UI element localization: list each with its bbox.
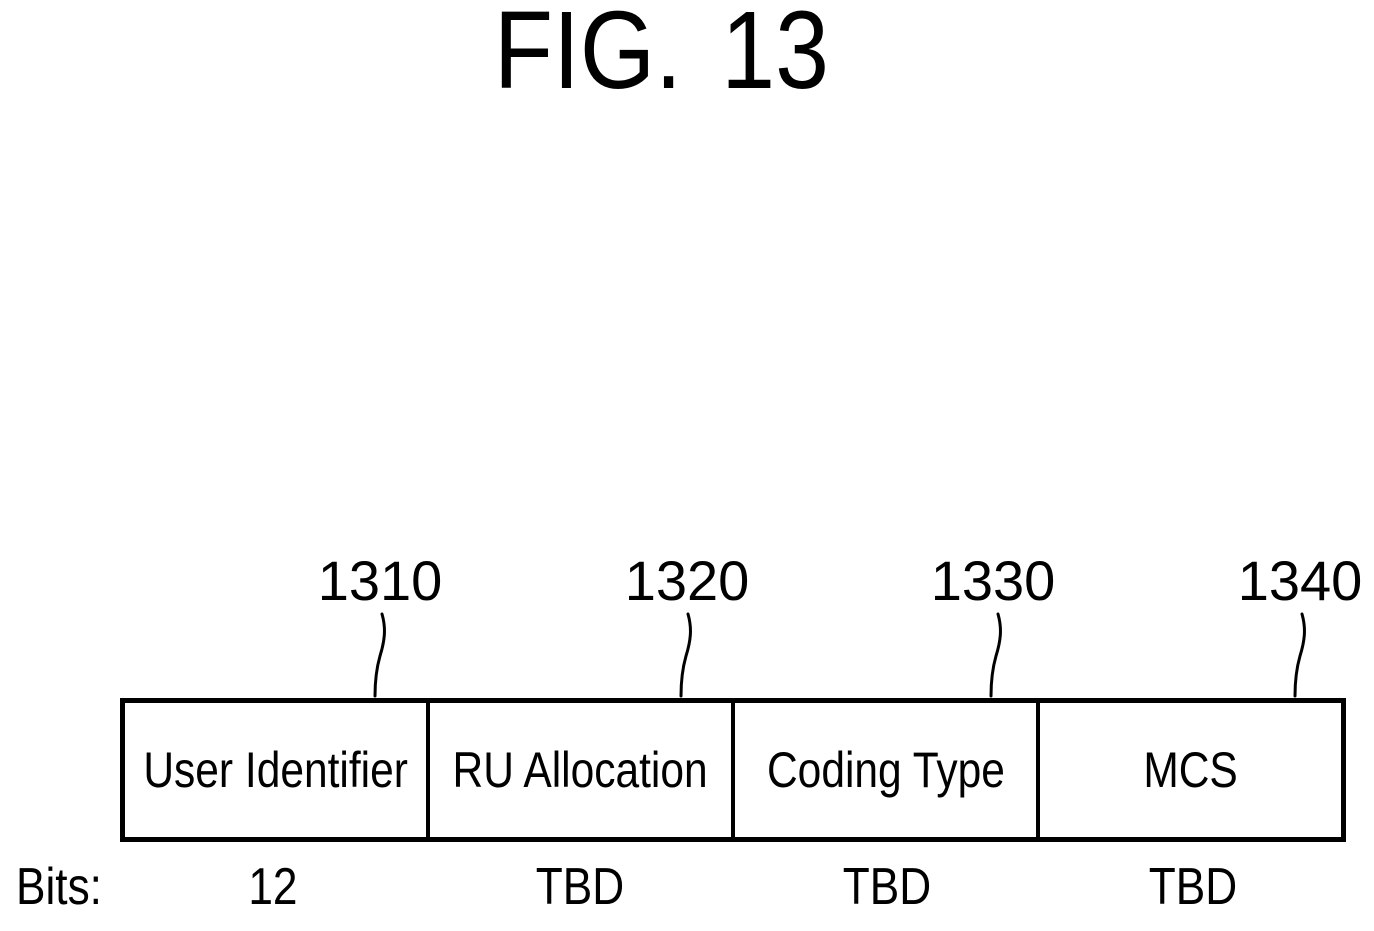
ref-number-1310: 1310 (317, 549, 443, 612)
field-label: MCS (1143, 742, 1238, 798)
ref-number-1340: 1340 (1237, 549, 1363, 612)
field-cell-coding-type: Coding Type (731, 703, 1036, 837)
leader-line-1310 (373, 612, 386, 698)
bits-row-label: Bits: (16, 858, 102, 916)
field-label: User Identifier (143, 742, 408, 798)
ref-number-1330: 1330 (930, 549, 1056, 612)
bits-value-coding-type: TBD (842, 858, 932, 916)
bits-value-ru-allocation: TBD (535, 858, 625, 916)
field-cell-ru-allocation: RU Allocation (426, 703, 731, 837)
field-cell-mcs: MCS (1036, 703, 1341, 837)
field-label: Coding Type (766, 742, 1005, 798)
leader-line-1330 (989, 612, 1002, 698)
figure-title-text: FIG. 13 (493, 0, 829, 112)
bits-value-mcs: TBD (1148, 858, 1238, 916)
bits-value-user-identifier: 12 (248, 858, 298, 916)
field-label: RU Allocation (452, 742, 709, 798)
ref-number-1320: 1320 (624, 549, 750, 612)
figure-title: FIG. 13 (0, 0, 1322, 106)
leader-line-1320 (679, 612, 692, 698)
field-cell-user-identifier: User Identifier (125, 703, 426, 837)
field-format-box: User Identifier RU Allocation Coding Typ… (120, 698, 1346, 842)
leader-line-1340 (1293, 612, 1306, 698)
